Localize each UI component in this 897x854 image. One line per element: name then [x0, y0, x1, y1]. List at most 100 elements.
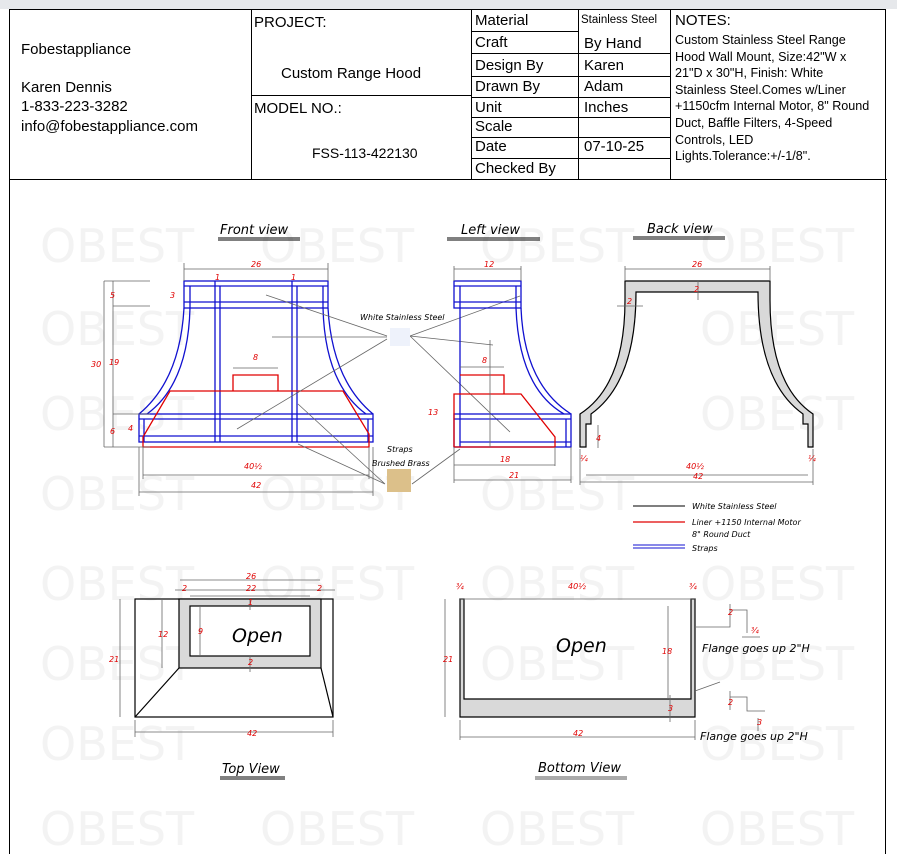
dimension-label: ¼ [808, 454, 816, 463]
drawing-text: OBEST [260, 802, 415, 846]
drawing-line [183, 280, 329, 309]
flange-note-top: Flange goes up 2"H [702, 642, 810, 655]
drawing-text: OBEST [40, 717, 195, 771]
drawing-text: OBEST [40, 802, 195, 846]
drawing-line [390, 328, 410, 346]
spec-label: Material [475, 12, 529, 29]
dimension-label: 1 [248, 598, 253, 607]
dimension-label: 21 [109, 655, 119, 664]
brass-swatch [387, 469, 411, 492]
watermarks: OBEST OBEST OBEST OBEST OBEST OBEST OBEST OBE… [40, 219, 855, 846]
drawing-text: OBEST [40, 219, 195, 273]
drawing-line [214, 281, 298, 442]
drawing-line [729, 691, 765, 731]
drawing-text: OBEST [480, 802, 635, 846]
drawing-line [189, 605, 311, 657]
flange-note-bottom: Flange goes up 2"H [700, 730, 808, 743]
drawing-line [579, 266, 814, 485]
drawing-line [218, 237, 300, 241]
drawing-line [579, 266, 814, 485]
drawing-line [453, 393, 556, 448]
front-view-title: Front view [220, 223, 289, 238]
drawing-line [184, 285, 328, 308]
front-straps [138, 280, 374, 443]
dimension-label: 19 [109, 358, 119, 367]
drawing-line [453, 266, 572, 483]
model-value: FSS-113-422130 [312, 145, 418, 161]
drawing-line [138, 413, 374, 443]
dimension-label: 8 [482, 356, 487, 365]
leader-lines [103, 263, 521, 496]
spec-value: 07-10-25 [584, 138, 645, 155]
dimension-label: 12 [158, 630, 168, 639]
legend-liner: Liner +1150 Internal Motor [692, 518, 801, 527]
project-value: Custom Range Hood [281, 65, 422, 82]
spec-value: Inches [584, 99, 629, 116]
dimension-label: 1 [291, 273, 296, 282]
drawing-line [220, 776, 285, 780]
left-view-title: Left view [461, 223, 520, 238]
drawing-line [460, 374, 505, 394]
drawing-line [138, 263, 374, 496]
dimension-label: 42 [693, 472, 703, 481]
spec-label: Craft [475, 34, 508, 51]
drawing-text: OBEST [480, 637, 635, 691]
drawing-text: OBEST [700, 219, 855, 273]
drawing-line [119, 579, 335, 737]
drawing-text: OBEST [700, 387, 855, 441]
top-open-label: Open [232, 625, 283, 647]
dimension-label: 26 [246, 572, 256, 581]
legend-straps: Straps [692, 544, 718, 553]
drawing-line [232, 374, 279, 391]
drawing-text: OBEST [480, 467, 635, 521]
drawing-line [322, 307, 374, 415]
spec-label: Date [475, 138, 507, 155]
drawing-line [453, 280, 522, 309]
spec-label: Checked By [475, 160, 556, 177]
dimension-label: 13 [428, 408, 438, 417]
drawing-line [236, 294, 388, 485]
dimension-label: 42 [247, 729, 257, 738]
drawing-line [103, 280, 150, 448]
drawing-line [138, 307, 191, 415]
dimension-label: 1 [215, 273, 220, 282]
drawing-text: OBEST [40, 637, 195, 691]
dimension-label: 2 [182, 584, 187, 593]
bottom-open-label: Open [556, 635, 607, 657]
drawing-line [579, 280, 814, 448]
spec-label: Drawn By [475, 78, 541, 95]
dimension-label: 3 [170, 291, 175, 300]
spec-value: Stainless Steel [581, 14, 658, 26]
left-view: 12 8 13 18 21 [428, 260, 572, 483]
dimension-label: 2 [694, 285, 699, 294]
dimension-label: 9 [198, 627, 203, 636]
back-view-title: Back view [647, 222, 713, 237]
bottom-view-title: Bottom View [538, 761, 621, 776]
dimension-label: ¾ [689, 582, 697, 591]
spec-label: Unit [475, 99, 502, 116]
dimension-label: 18 [662, 647, 672, 656]
model-label: MODEL NO.: [254, 100, 342, 117]
top-view-title: Top View [222, 762, 280, 777]
drawing-text: OBEST [700, 302, 855, 356]
dimension-label: 40½ [568, 582, 586, 591]
front-view: 26 1 1 5 3 30 19 8 6 4 40½ 42 White Stai… [91, 260, 521, 496]
drawing-line [444, 598, 765, 740]
legend-steel: White Stainless Steel [692, 502, 777, 511]
drawing-sheet [9, 9, 886, 854]
dimension-label: 26 [692, 260, 702, 269]
dimension-label: 4 [128, 424, 133, 433]
company-name: Fobestappliance [21, 41, 132, 58]
drawing-line [454, 418, 571, 447]
dimension-label: 30 [91, 360, 101, 369]
drawing-text: OBEST [700, 557, 855, 611]
dimension-label: 2 [317, 584, 322, 593]
drawing-line [447, 237, 540, 241]
dimension-label: 26 [251, 260, 261, 269]
dimension-label: 2 [248, 658, 253, 667]
drawing-text: OBEST [700, 637, 855, 691]
drawing-text: OBEST [700, 802, 855, 846]
steel-callout: White Stainless Steel [360, 313, 445, 322]
back-view: 26 2 2 4 ¼ ¼ 40½ 42 [579, 260, 816, 485]
